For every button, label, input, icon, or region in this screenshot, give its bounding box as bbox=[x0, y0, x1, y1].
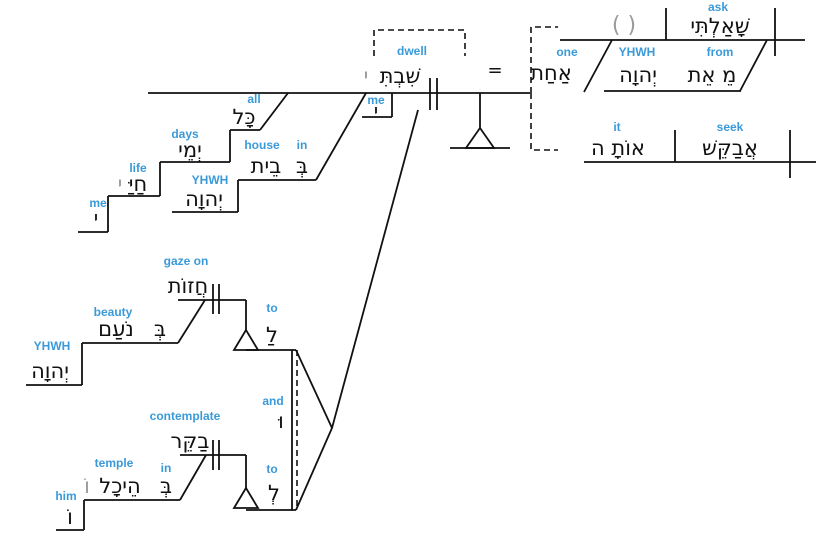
gloss-gaze: gaze on bbox=[164, 254, 209, 268]
gloss-all: all bbox=[247, 92, 260, 106]
equals-sign: = bbox=[487, 60, 502, 81]
gloss-one: one bbox=[556, 45, 578, 59]
gloss-him: him bbox=[55, 489, 76, 503]
hebrew-temple-suffix: וֹ bbox=[84, 474, 90, 498]
gloss-and: and bbox=[262, 394, 283, 408]
hebrew-days: יְמֵי bbox=[178, 138, 202, 162]
hebrew-me-life: י bbox=[94, 206, 98, 230]
hebrew-house: בֵית bbox=[251, 154, 282, 178]
gloss-beauty: beauty bbox=[94, 305, 133, 319]
hebrew-yhwh-beauty: יְהוָה bbox=[31, 359, 69, 383]
hebrew-yhwh-top: יְהוָה bbox=[619, 63, 657, 87]
diagram-text: = ask שָׁאַלְתִּי ( ) one אַחַת YHWH יְה… bbox=[31, 0, 758, 529]
hebrew-temple: הֵיכָל bbox=[99, 474, 140, 498]
in-temple-slant bbox=[179, 454, 207, 501]
pedestal-triangle bbox=[464, 126, 496, 149]
hebrew-contemplate: בַקֵּר bbox=[171, 429, 210, 453]
gloss-days: days bbox=[171, 127, 199, 141]
hebrew-one: אַחַת bbox=[530, 61, 572, 85]
equals-bracket-top bbox=[530, 26, 558, 93]
gloss-yhwh-house: YHWH bbox=[192, 173, 229, 187]
hebrew-life-suffix: י bbox=[118, 172, 123, 196]
gloss-from: from bbox=[707, 45, 734, 59]
from-slant bbox=[739, 39, 768, 92]
gloss-yhwh-top: YHWH bbox=[619, 45, 656, 59]
hebrew-dwell: שִׁבְתִּ bbox=[380, 64, 421, 88]
hebrew-from: מֵ אֵת bbox=[688, 63, 737, 87]
gloss-in-house: in bbox=[297, 138, 308, 152]
hebrew-dwell-suffix: י bbox=[364, 64, 369, 88]
hebrew-to2: לְ bbox=[268, 481, 280, 505]
hebrew-in-beauty: בְּ bbox=[154, 317, 166, 341]
hebrew-yhwh-house: יְהוָה bbox=[185, 187, 223, 211]
hebrew-it: אוֹתָ ה bbox=[591, 136, 645, 160]
hebrew-and: וּ bbox=[278, 409, 284, 433]
hebrew-seek: אֲבַקֵּשׁ bbox=[702, 136, 758, 160]
gaze-triangle bbox=[232, 328, 260, 351]
gloss-seek: seek bbox=[717, 120, 744, 134]
dwell-dashed-box bbox=[373, 29, 466, 56]
hebrew-all: כָּל bbox=[232, 105, 255, 129]
hebrew-in-temple: בְּ bbox=[160, 474, 172, 498]
one-slant bbox=[583, 39, 613, 93]
gloss-to2: to bbox=[266, 462, 277, 476]
hebrew-him: וֹ bbox=[67, 505, 73, 529]
in-beauty-slant bbox=[177, 299, 206, 344]
gloss-dwell: dwell bbox=[397, 44, 427, 58]
gloss-ask: ask bbox=[708, 0, 728, 14]
in-house-slant bbox=[315, 92, 367, 181]
hebrew-beauty: נֹעַם bbox=[98, 317, 134, 341]
infinitive-connector bbox=[331, 109, 419, 429]
gloss-temple: temple bbox=[95, 456, 134, 470]
all-slant bbox=[259, 92, 289, 131]
infinitive-fork bbox=[295, 349, 333, 511]
gloss-to1: to bbox=[266, 301, 277, 315]
gloss-life: life bbox=[129, 161, 147, 175]
hebrew-life: חַיַּ bbox=[127, 172, 147, 196]
gloss-me-dwell: me bbox=[367, 93, 385, 107]
hebrew-to1: לַ bbox=[266, 323, 278, 347]
hebrew-me-dwell: י bbox=[374, 99, 378, 123]
hebrew-ask: שָׁאַלְתִּי bbox=[690, 14, 749, 38]
diagram-lines bbox=[26, 8, 816, 531]
gloss-it: it bbox=[613, 120, 620, 134]
equals-bracket-bottom bbox=[530, 93, 558, 151]
contemplate-triangle bbox=[232, 486, 260, 509]
gloss-house: house bbox=[244, 138, 280, 152]
gloss-yhwh-beauty: YHWH bbox=[34, 339, 71, 353]
hebrew-gaze: חֲזוֹת bbox=[168, 274, 209, 298]
gloss-contemplate: contemplate bbox=[150, 409, 221, 423]
gloss-me-life: me bbox=[89, 196, 107, 210]
empty-subject-paren: ( ) bbox=[612, 13, 636, 38]
gloss-in-temple: in bbox=[161, 461, 172, 475]
hebrew-in-house: בְּ bbox=[296, 154, 308, 178]
